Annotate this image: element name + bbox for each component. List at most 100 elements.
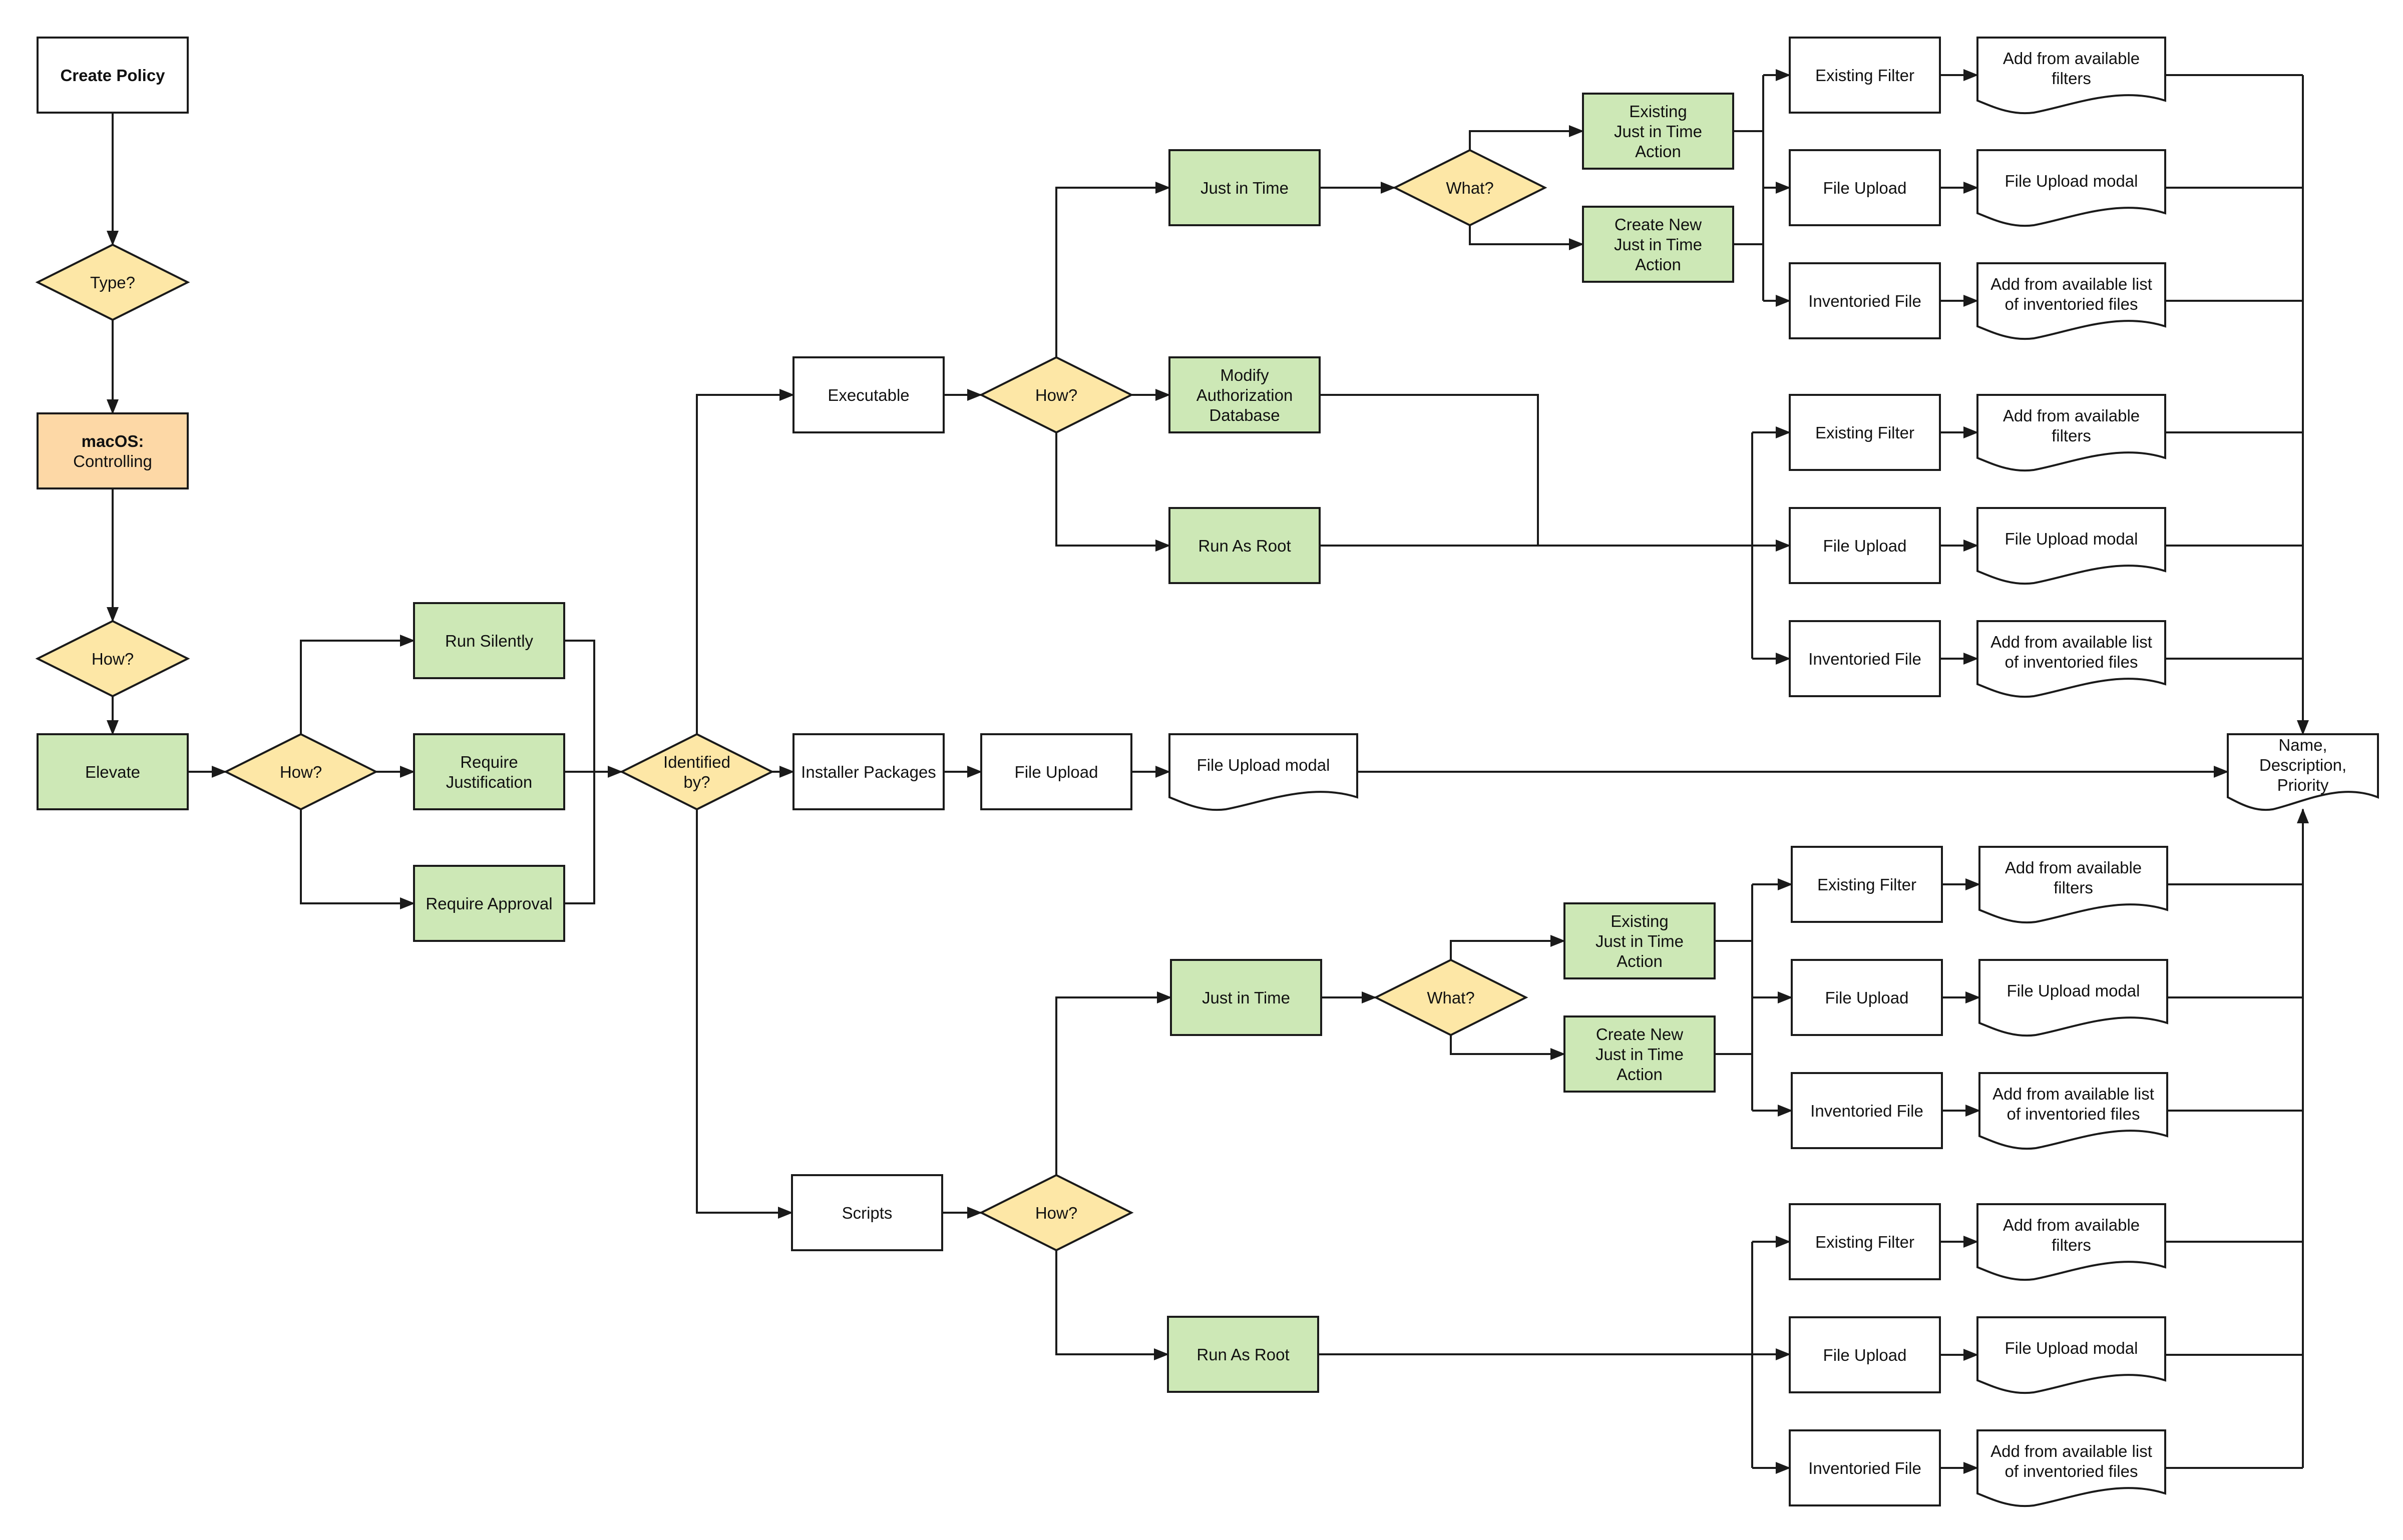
what-scripts-decision-label: What? bbox=[1427, 988, 1474, 1007]
file-upload-modal-doc-1-label: File Upload modal bbox=[2005, 172, 2138, 190]
run-as-root-scripts-node-box bbox=[1167, 1316, 1319, 1393]
elevate-node-label: Elevate bbox=[85, 763, 140, 781]
executable-node: Executable bbox=[792, 356, 945, 433]
file-upload-installer-node-label-line: File Upload bbox=[1015, 763, 1098, 781]
file-upload-modal-doc-2-shape bbox=[1976, 507, 2166, 585]
how-decision-2-label-line: How? bbox=[280, 763, 322, 781]
modify-authorization-database-node-label-line: Database bbox=[1209, 406, 1280, 424]
file-upload-node-1-label-line: File Upload bbox=[1823, 179, 1907, 197]
add-from-inventoried-list-doc-4-label: Add from available list of inventoried fi… bbox=[1990, 1442, 2152, 1480]
installer-packages-node-box bbox=[792, 733, 945, 810]
file-upload-modal-doc-1-label-line: File Upload modal bbox=[2005, 172, 2138, 190]
add-from-filters-doc-1-shape bbox=[1976, 37, 2166, 115]
existing-jit-action-scripts-node-label-line: Just in Time bbox=[1595, 932, 1684, 950]
add-from-inventoried-list-doc-1-label-line: of inventoried files bbox=[2005, 295, 2138, 313]
run-as-root-scripts-node-label: Run As Root bbox=[1196, 1345, 1289, 1364]
file-upload-installer-node-box bbox=[980, 733, 1132, 810]
add-from-inventoried-list-doc-4-label-line: Add from available list bbox=[1990, 1442, 2152, 1460]
require-approval-node-label-line: Require Approval bbox=[426, 894, 552, 913]
create-new-jit-action-exec-node-label-line: Create New bbox=[1615, 215, 1702, 234]
inventoried-file-node-1-label: Inventoried File bbox=[1808, 292, 1921, 310]
create-new-jit-action-scripts-node-label-line: Create New bbox=[1596, 1025, 1683, 1044]
how-decision-1-label-line: How? bbox=[92, 650, 134, 668]
existing-filter-node-2-label-line: Existing Filter bbox=[1815, 423, 1914, 442]
require-approval-node-label: Require Approval bbox=[426, 894, 552, 913]
require-approval-node-box bbox=[413, 865, 565, 942]
inventoried-file-node-4-label: Inventoried File bbox=[1808, 1459, 1921, 1477]
installer-packages-node-label-line: Installer Packages bbox=[801, 763, 936, 781]
inventoried-file-node-3-box bbox=[1791, 1072, 1943, 1149]
file-upload-modal-doc-2-label-line: File Upload modal bbox=[2005, 530, 2138, 548]
file-upload-modal-doc-3: File Upload modal bbox=[1978, 959, 2168, 1037]
identified-by-decision-label-line: by? bbox=[683, 773, 710, 791]
create-policy-node: Create Policy bbox=[37, 37, 189, 114]
scripts-node-box bbox=[791, 1174, 943, 1251]
file-upload-modal-doc-4-shape bbox=[1976, 1316, 2166, 1394]
connector-what-to-existing-action-scripts bbox=[1450, 935, 1565, 960]
file-upload-modal-doc-3-shape bbox=[1978, 959, 2168, 1037]
what-scripts-decision-shape bbox=[1373, 958, 1528, 1037]
existing-filter-node-4: Existing Filter bbox=[1789, 1203, 1941, 1280]
existing-filter-node-3-label-line: Existing Filter bbox=[1817, 875, 1916, 894]
type-decision: Type? bbox=[35, 243, 190, 321]
connector-identified-to-executable bbox=[696, 389, 794, 734]
create-new-jit-action-scripts-node-label-line: Action bbox=[1617, 1065, 1663, 1084]
how-exec-decision-label-line: How? bbox=[1035, 386, 1077, 404]
file-upload-installer-node-label: File Upload bbox=[1015, 763, 1098, 781]
name-description-priority-doc-label-line: Name, bbox=[2278, 736, 2327, 754]
file-upload-modal-doc-4-label: File Upload modal bbox=[2005, 1339, 2138, 1357]
add-from-filters-doc-2-label-line: Add from available bbox=[2003, 406, 2140, 425]
inventoried-file-node-1-box bbox=[1789, 262, 1941, 339]
connector-how-to-run-as-root-scripts bbox=[1055, 1250, 1169, 1360]
existing-filter-node-4-box bbox=[1789, 1203, 1941, 1280]
file-upload-modal-doc-2-label: File Upload modal bbox=[2005, 530, 2138, 548]
run-as-root-scripts-node: Run As Root bbox=[1167, 1316, 1319, 1393]
existing-filter-node-2-label: Existing Filter bbox=[1815, 423, 1914, 442]
file-upload-node-3: File Upload bbox=[1791, 959, 1943, 1036]
file-upload-node-4-label: File Upload bbox=[1823, 1346, 1907, 1364]
macos-controlling-node-label-line: Controlling bbox=[73, 452, 152, 470]
file-upload-node-1-box bbox=[1789, 149, 1941, 226]
add-from-filters-doc-2-shape bbox=[1976, 394, 2166, 472]
add-from-inventoried-list-doc-3-label-line: of inventoried files bbox=[2007, 1105, 2140, 1123]
add-from-filters-doc-3-label-line: Add from available bbox=[2005, 858, 2142, 877]
create-policy-node-label-line: Create Policy bbox=[60, 66, 165, 85]
macos-controlling-node-label: macOS:Controlling bbox=[73, 432, 152, 470]
file-upload-modal-installer-doc-label-line: File Upload modal bbox=[1197, 756, 1330, 774]
run-silently-node: Run Silently bbox=[413, 602, 565, 679]
file-upload-node-2-label: File Upload bbox=[1823, 537, 1907, 555]
existing-jit-action-exec-node-box bbox=[1582, 93, 1734, 170]
require-justification-node-label-line: Require bbox=[460, 753, 518, 771]
create-new-jit-action-exec-node-box bbox=[1582, 206, 1734, 283]
how-scripts-decision: How? bbox=[979, 1174, 1134, 1252]
file-upload-node-3-label-line: File Upload bbox=[1825, 988, 1909, 1007]
add-from-filters-doc-3-label-line: filters bbox=[2054, 878, 2093, 897]
executable-node-label-line: Executable bbox=[828, 386, 909, 404]
just-in-time-exec-node-label-line: Just in Time bbox=[1200, 179, 1289, 197]
what-scripts-decision: What? bbox=[1373, 958, 1528, 1037]
how-scripts-decision-label: How? bbox=[1035, 1204, 1077, 1222]
add-from-inventoried-list-doc-4-label-line: of inventoried files bbox=[2005, 1462, 2138, 1480]
existing-filter-node-4-label-line: Existing Filter bbox=[1815, 1233, 1914, 1251]
scripts-node: Scripts bbox=[791, 1174, 943, 1251]
add-from-inventoried-list-doc-4-shape bbox=[1976, 1429, 2166, 1507]
name-description-priority-doc-label-line: Description, bbox=[2259, 756, 2346, 774]
installer-packages-node: Installer Packages bbox=[792, 733, 945, 810]
macos-controlling-node: macOS:Controlling bbox=[37, 412, 189, 489]
